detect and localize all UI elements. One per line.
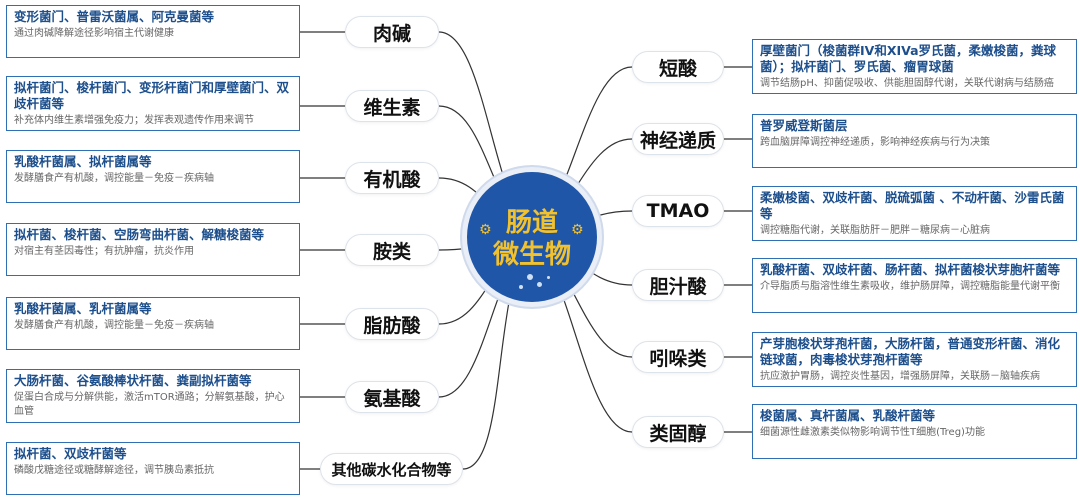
left-box-4-title: 拟杆菌、梭杆菌、空肠弯曲杆菌、解糖梭菌等 bbox=[14, 227, 265, 242]
node-steroids: 类固醇 bbox=[632, 416, 724, 448]
node-neurotransmitter: 神经递质 bbox=[632, 123, 724, 155]
left-box-4: 拟杆菌、梭杆菌、空肠弯曲杆菌、解糖梭菌等 对宿主有茎因毒性；有抗肿瘤，抗炎作用 bbox=[6, 223, 300, 276]
right-box-5: 产芽胞梭状芽孢杆菌，大肠杆菌，普通变形杆菌、消化链球菌，肉毒梭状芽孢杆菌等 抗应… bbox=[752, 332, 1077, 387]
left-box-1: 变形菌门、普雷沃菌属、阿克曼菌等 通过肉碱降解途径影响宿主代谢健康 bbox=[6, 5, 300, 58]
node-carnitine: 肉碱 bbox=[345, 16, 439, 48]
right-box-5-title: 产芽胞梭状芽孢杆菌，大肠杆菌，普通变形杆菌、消化链球菌，肉毒梭状芽孢杆菌等 bbox=[760, 336, 1061, 367]
right-box-1-title: 厚壁菌门（梭菌群IV和XIVa罗氏菌，柔嫩梭菌，粪球菌）；拟杆菌门、罗氏菌、瘤胃… bbox=[760, 43, 1057, 74]
node-scfa: 短酸 bbox=[632, 51, 724, 83]
right-box-2-title: 普罗威登斯菌层 bbox=[760, 118, 848, 133]
bacteria-icon: ⚙ bbox=[479, 222, 492, 238]
right-box-6: 梭菌属、真杆菌属、乳酸杆菌等 细菌源性雌激素类似物影响调节性T细胞(Treg)功… bbox=[752, 404, 1077, 459]
right-box-3: 柔嫩梭菌、双歧杆菌、脱硫弧菌 、不动杆菌、沙雷氏菌等 调控糖脂代谢，关联脂肪肝－… bbox=[752, 186, 1077, 241]
right-box-6-desc: 细菌源性雌激素类似物影响调节性T细胞(Treg)功能 bbox=[760, 427, 985, 438]
bubble-dot bbox=[519, 285, 523, 289]
right-box-6-title: 梭菌属、真杆菌属、乳酸杆菌等 bbox=[760, 408, 936, 423]
left-box-7-desc: 磷酸戊糖途径或糖酵解途径，调节胰岛素抵抗 bbox=[14, 465, 214, 476]
left-box-6-title: 大肠杆菌、谷氨酸棒状杆菌、粪副拟杆菌等 bbox=[14, 373, 252, 388]
node-amino-acid: 氨基酸 bbox=[345, 381, 439, 413]
right-box-3-title: 柔嫩梭菌、双歧杆菌、脱硫弧菌 、不动杆菌、沙雷氏菌等 bbox=[760, 190, 1065, 221]
bubble-dot bbox=[547, 276, 550, 279]
left-box-6: 大肠杆菌、谷氨酸棒状杆菌、粪副拟杆菌等 促蛋白合成与分解供能，激活mTOR通路；… bbox=[6, 369, 300, 423]
node-other-carbohydrates: 其他碳水化合物等 bbox=[320, 453, 463, 485]
node-organic-acid: 有机酸 bbox=[345, 162, 439, 194]
left-box-1-desc: 通过肉碱降解途径影响宿主代谢健康 bbox=[14, 28, 174, 39]
right-box-2: 普罗威登斯菌层 跨血脑屏障调控神经递质，影响神经疾病与行为决策 bbox=[752, 114, 1077, 168]
node-fatty-acid: 脂肪酸 bbox=[345, 308, 439, 340]
right-box-1: 厚壁菌门（梭菌群IV和XIVa罗氏菌，柔嫩梭菌，粪球菌）；拟杆菌门、罗氏菌、瘤胃… bbox=[752, 39, 1077, 94]
node-indoles: 吲哚类 bbox=[632, 341, 724, 373]
gut-microbiome-hub: ⚙ ⚙ 肠道 微生物 bbox=[467, 172, 597, 302]
left-box-2-desc: 补充体内维生素增强免疫力；发挥表观遗传作用来调节 bbox=[14, 115, 254, 126]
right-box-4-title: 乳酸杆菌、双歧杆菌、肠杆菌、拟杆菌梭状芽胞杆菌等 bbox=[760, 262, 1061, 277]
bacteria-icon: ⚙ bbox=[571, 222, 584, 238]
left-box-3-title: 乳酸杆菌属、拟杆菌属等 bbox=[14, 154, 152, 169]
right-box-5-desc: 抗应激护胃肠，调控炎性基因，增强肠屏障，关联肠－脑轴疾病 bbox=[760, 371, 1040, 382]
bubble-dot bbox=[527, 274, 533, 280]
left-box-5-title: 乳酸杆菌属、乳杆菌属等 bbox=[14, 301, 152, 316]
left-box-4-desc: 对宿主有茎因毒性；有抗肿瘤，抗炎作用 bbox=[14, 246, 194, 257]
left-box-5: 乳酸杆菌属、乳杆菌属等 发酵膳食产有机酸，调控能量－免疫－疾病轴 bbox=[6, 297, 300, 350]
node-amines: 胺类 bbox=[345, 234, 439, 266]
left-box-2: 拟杆菌门、梭杆菌门、变形杆菌门和厚壁菌门、双歧杆菌等 补充体内维生素增强免疫力；… bbox=[6, 76, 300, 131]
hub-title-line1: 肠道 bbox=[505, 208, 558, 238]
left-box-1-title: 变形菌门、普雷沃菌属、阿克曼菌等 bbox=[14, 9, 215, 24]
right-box-2-desc: 跨血脑屏障调控神经递质，影响神经疾病与行为决策 bbox=[760, 137, 990, 148]
node-tmao: TMAO bbox=[632, 195, 724, 227]
right-box-3-desc: 调控糖脂代谢，关联脂肪肝－肥胖－糖尿病－心脏病 bbox=[760, 225, 990, 236]
right-box-4: 乳酸杆菌、双歧杆菌、肠杆菌、拟杆菌梭状芽胞杆菌等 介导脂质与脂溶性维生素吸收，维… bbox=[752, 258, 1077, 313]
left-box-2-title: 拟杆菌门、梭杆菌门、变形杆菌门和厚壁菌门、双歧杆菌等 bbox=[14, 80, 290, 111]
node-bile-acid: 胆汁酸 bbox=[632, 269, 724, 301]
hub-title-line2: 微生物 bbox=[492, 240, 571, 270]
right-box-1-desc: 调节结肠pH、抑菌促吸收、供能胆固醇代谢，关联代谢病与结肠癌 bbox=[760, 78, 1054, 89]
left-box-3: 乳酸杆菌属、拟杆菌属等 发酵膳食产有机酸，调控能量－免疫－疾病轴 bbox=[6, 150, 300, 203]
bubble-dot bbox=[537, 282, 542, 287]
left-box-7-title: 拟杆菌、双歧杆菌等 bbox=[14, 446, 127, 461]
right-box-4-desc: 介导脂质与脂溶性维生素吸收，维护肠屏障，调控糖脂能量代谢平衡 bbox=[760, 281, 1060, 292]
left-box-5-desc: 发酵膳食产有机酸，调控能量－免疫－疾病轴 bbox=[14, 320, 214, 331]
left-box-3-desc: 发酵膳食产有机酸，调控能量－免疫－疾病轴 bbox=[14, 173, 214, 184]
left-box-6-desc: 促蛋白合成与分解供能，激活mTOR通路；分解氨基酸，护心血管 bbox=[14, 392, 285, 417]
left-box-7: 拟杆菌、双歧杆菌等 磷酸戊糖途径或糖酵解途径，调节胰岛素抵抗 bbox=[6, 442, 300, 495]
node-vitamin: 维生素 bbox=[345, 90, 439, 122]
